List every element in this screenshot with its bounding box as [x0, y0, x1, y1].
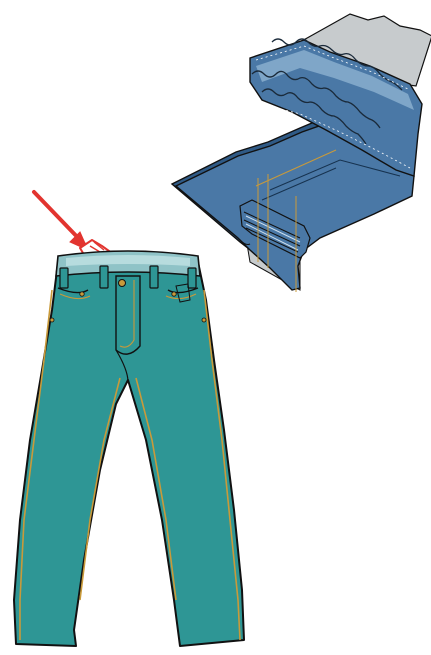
waistband-detail-icon	[172, 14, 431, 292]
jeans-icon	[14, 251, 244, 646]
arrow-icon	[34, 192, 88, 250]
jeans-button	[119, 280, 126, 287]
jeans-fly	[116, 276, 140, 354]
